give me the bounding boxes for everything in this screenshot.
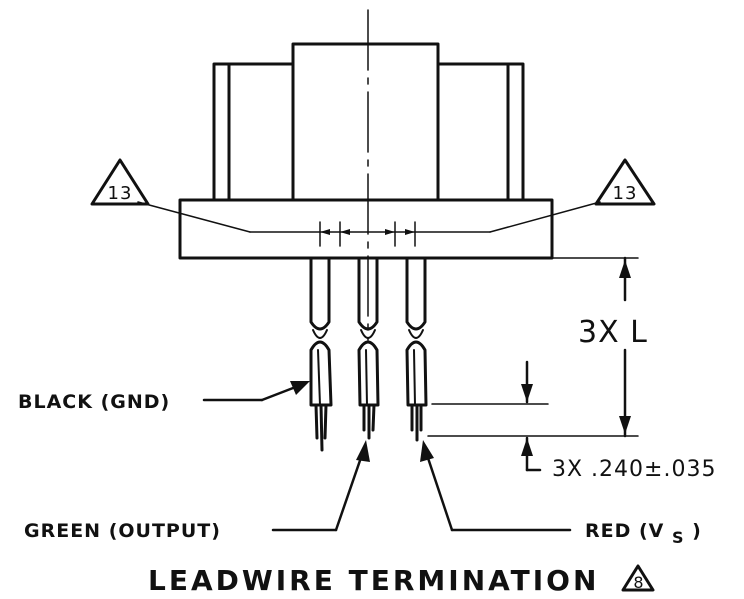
leadwire-red bbox=[405, 256, 428, 442]
note-8-text: 8 bbox=[633, 573, 644, 592]
dimension-strip-text: 3X .240±.035 bbox=[552, 457, 716, 482]
black-wire-label: BLACK (GND) bbox=[18, 391, 170, 413]
title-text: LEADWIRE TERMINATION bbox=[148, 564, 599, 597]
leadwire-black bbox=[309, 256, 333, 452]
leadwires bbox=[309, 256, 428, 452]
note-13-right-text: 13 bbox=[613, 183, 638, 204]
red-wire-label-close: ) bbox=[692, 520, 702, 542]
green-wire-leader: GREEN (OUTPUT) bbox=[24, 440, 370, 542]
note-13-callout-left: 13 bbox=[90, 158, 150, 206]
green-wire-label: GREEN (OUTPUT) bbox=[24, 520, 221, 542]
connector-housing bbox=[178, 42, 554, 260]
red-wire-leader: RED (V S ) bbox=[420, 440, 702, 548]
note-13-leaders bbox=[137, 201, 601, 247]
black-wire-leader: BLACK (GND) bbox=[18, 381, 310, 413]
red-wire-label-main: RED (V bbox=[585, 520, 664, 542]
dimension-length-text: 3X L bbox=[578, 315, 648, 350]
note-13-left-text: 13 bbox=[108, 183, 133, 204]
red-wire-label: RED (V S ) bbox=[585, 520, 702, 548]
dimension-strip: 3X .240±.035 bbox=[431, 360, 716, 482]
leadwire-green bbox=[357, 256, 380, 440]
note-13-callout-right: 13 bbox=[594, 158, 656, 206]
drawing-title: LEADWIRE TERMINATION 8 bbox=[148, 564, 655, 597]
red-wire-label-sub: S bbox=[672, 528, 685, 547]
dimension-length: 3X L bbox=[427, 256, 648, 438]
